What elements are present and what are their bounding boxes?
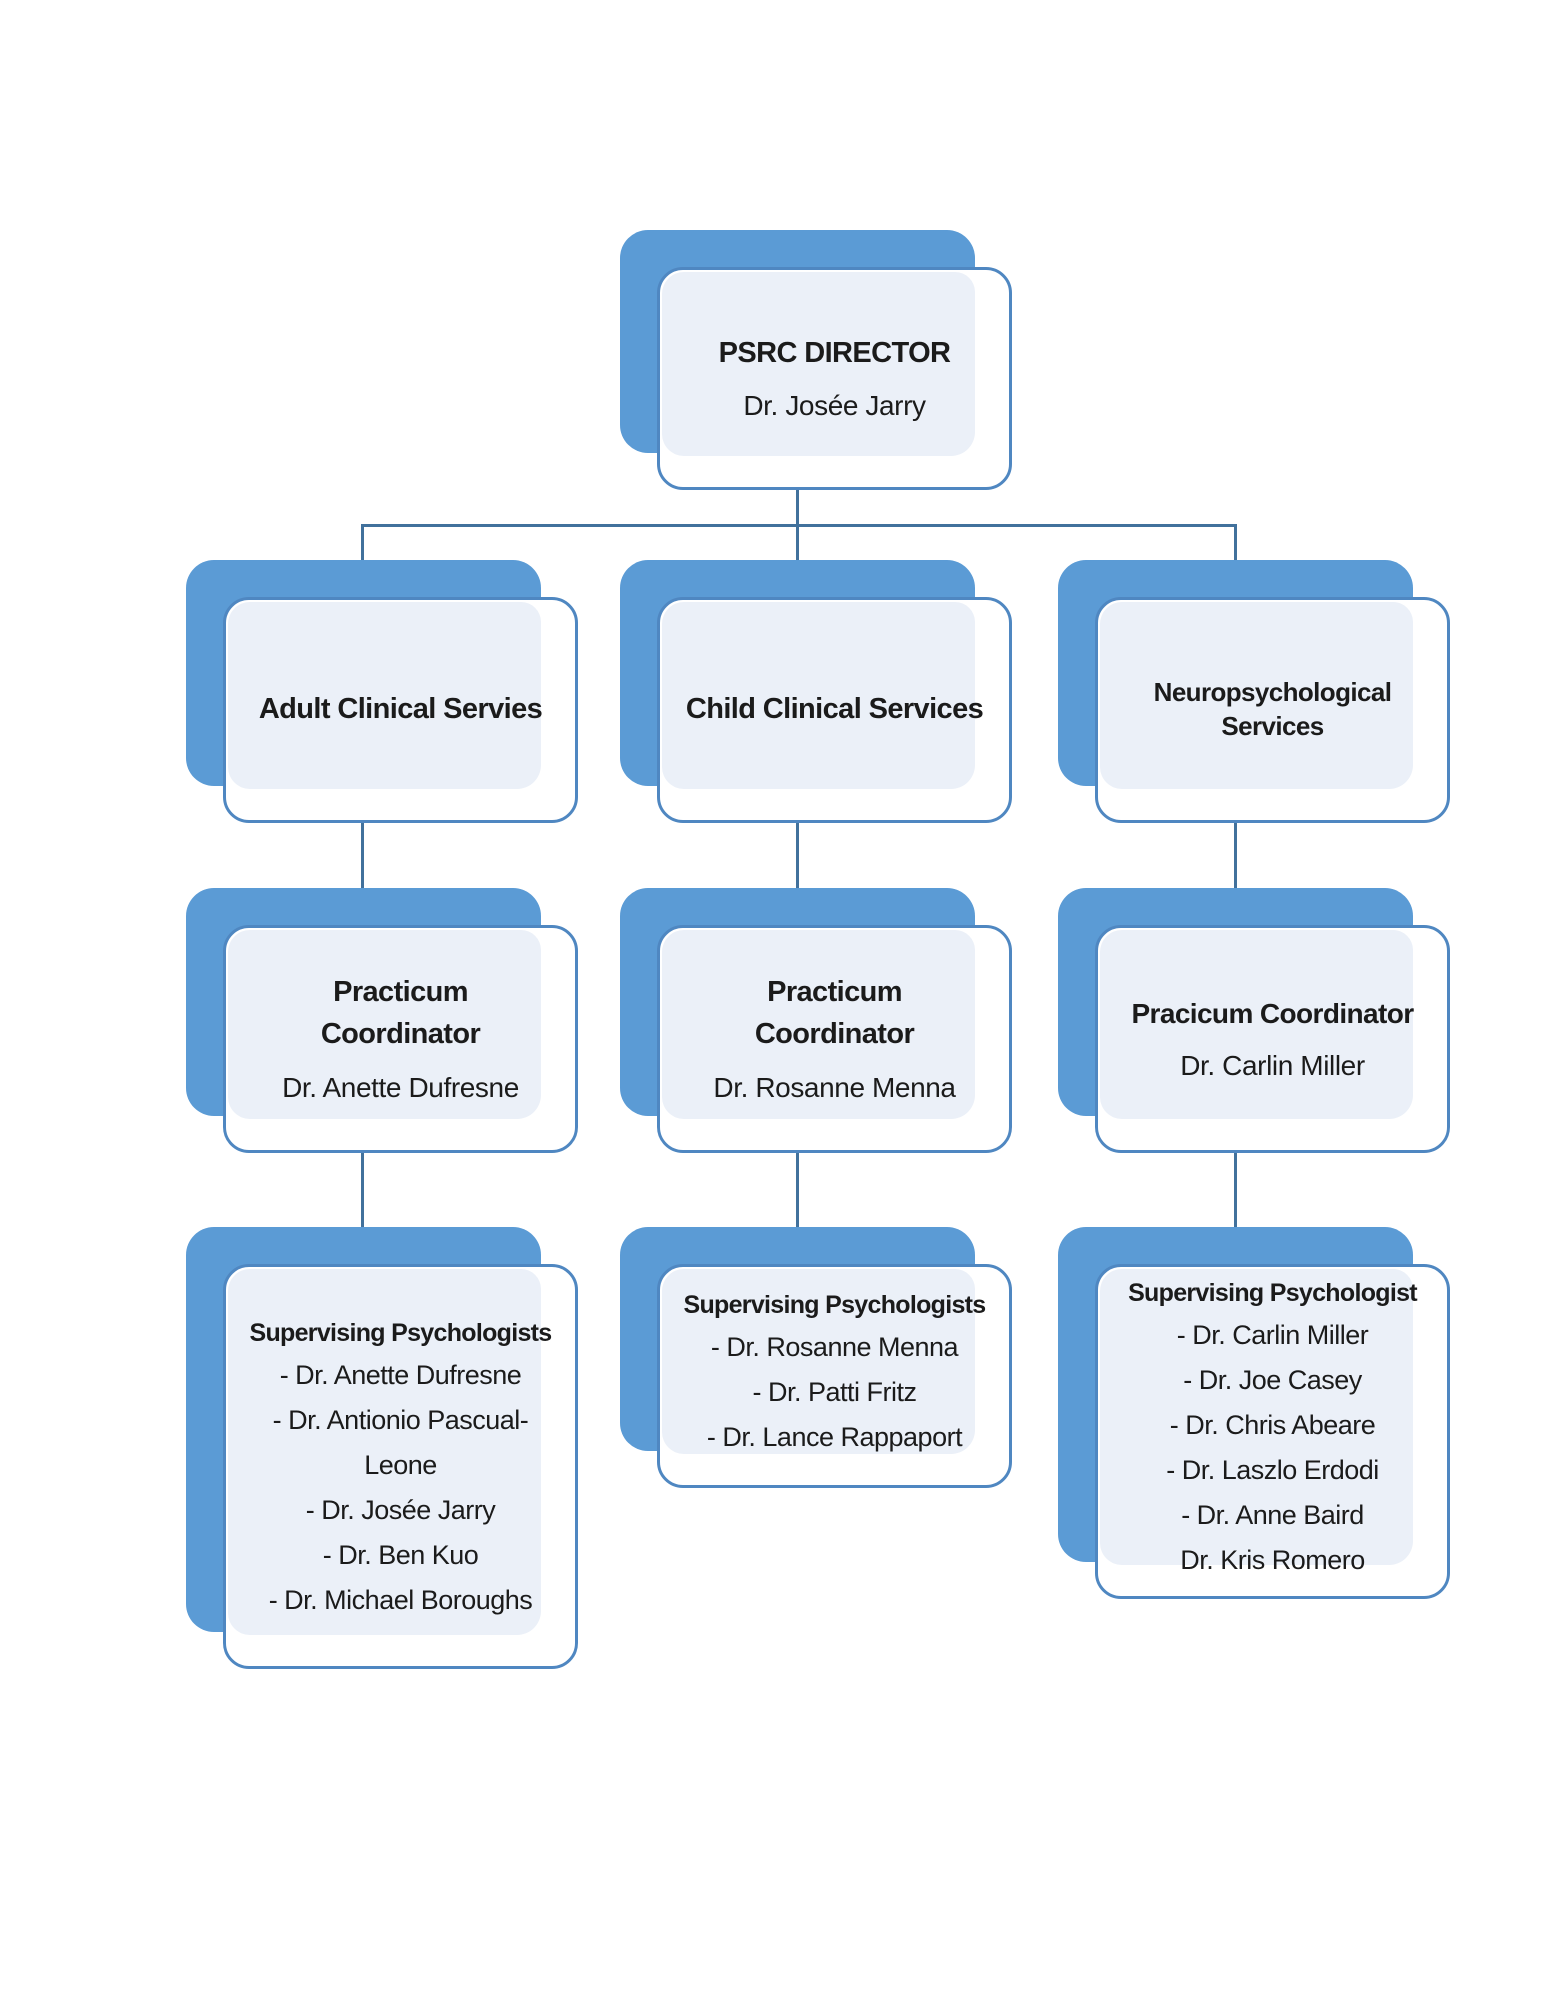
supervisor-item: - Dr. Anette Dufresne — [279, 1360, 522, 1390]
coordinator-card-fill — [228, 930, 541, 1119]
supervisor-item: - Dr. Patti Fritz — [752, 1377, 917, 1407]
service-card-fill — [662, 602, 975, 789]
connector-drop-left — [361, 524, 364, 566]
supervisors-heading: Supervising Psychologists — [249, 1319, 552, 1347]
supervisor-item: - Dr. Rosanne Menna — [710, 1332, 959, 1362]
supervisor-item: - Dr. Carlin Miller — [1176, 1320, 1369, 1350]
coordinator-title-line2: Coordinator — [754, 1018, 915, 1050]
supervisors-heading: Supervising Psychologist — [1128, 1279, 1418, 1307]
supervisor-item: - Dr. Ben Kuo — [322, 1540, 479, 1570]
service-title: Child Clinical Services — [685, 693, 984, 726]
coordinator-title-line2: Coordinator — [320, 1018, 481, 1050]
director-card-fill — [662, 272, 975, 456]
service-title: Adult Clinical Servies — [258, 693, 543, 726]
supervisor-item: - Dr. Anne Baird — [1181, 1500, 1364, 1530]
coordinator-title-line1: Practicum — [767, 976, 902, 1009]
supervisors-card-fill — [228, 1269, 541, 1635]
connector-middle-service-to-coordinator — [796, 815, 799, 895]
supervisor-item: Dr. Kris Romero — [1180, 1545, 1365, 1575]
connector-director-down — [796, 455, 799, 527]
connector-right-coordinator-to-supervisors — [1234, 1148, 1237, 1232]
supervisor-item: - Dr. Laszlo Erdodi — [1166, 1455, 1379, 1485]
director-name: Dr. Josée Jarry — [743, 390, 926, 422]
connector-left-coordinator-to-supervisors — [361, 1148, 364, 1232]
coordinator-name: Dr. Rosanne Menna — [713, 1071, 956, 1103]
director-title: PSRC DIRECTOR — [718, 336, 951, 369]
supervisor-item: - Dr. Michael Boroughs — [268, 1585, 533, 1615]
connector-drop-middle — [796, 524, 799, 566]
supervisor-item: - Dr. Chris Abeare — [1169, 1410, 1376, 1440]
supervisor-item: - Dr. Antionio Pascual-Leone — [272, 1405, 529, 1480]
coordinator-name: Dr. Anette Dufresne — [282, 1071, 519, 1103]
service-card-fill — [228, 602, 541, 789]
coordinator-card-fill — [662, 930, 975, 1119]
supervisor-item: - Dr. Josée Jarry — [305, 1495, 496, 1525]
coordinator-title-line1: Practicum — [333, 976, 468, 1009]
service-card-fill — [1100, 602, 1413, 789]
connector-right-service-to-coordinator — [1234, 815, 1237, 895]
service-title: Neuropsychological Services — [1153, 677, 1392, 741]
supervisor-item: - Dr. Lance Rappaport — [706, 1422, 963, 1452]
supervisors-heading: Supervising Psychologists — [683, 1291, 986, 1319]
coordinator-name: Dr. Carlin Miller — [1180, 1050, 1365, 1082]
supervisors-card-fill — [1100, 1269, 1413, 1565]
connector-left-service-to-coordinator — [361, 815, 364, 895]
coordinator-title-line1: Pracicum Coordinator — [1131, 997, 1414, 1029]
connector-branch-horizontal — [361, 524, 1237, 527]
coordinator-card-fill — [1100, 930, 1413, 1119]
supervisors-card-fill — [662, 1269, 975, 1454]
connector-middle-coordinator-to-supervisors — [796, 1148, 799, 1232]
supervisor-item: - Dr. Joe Casey — [1183, 1365, 1362, 1395]
connector-drop-right — [1234, 524, 1237, 566]
